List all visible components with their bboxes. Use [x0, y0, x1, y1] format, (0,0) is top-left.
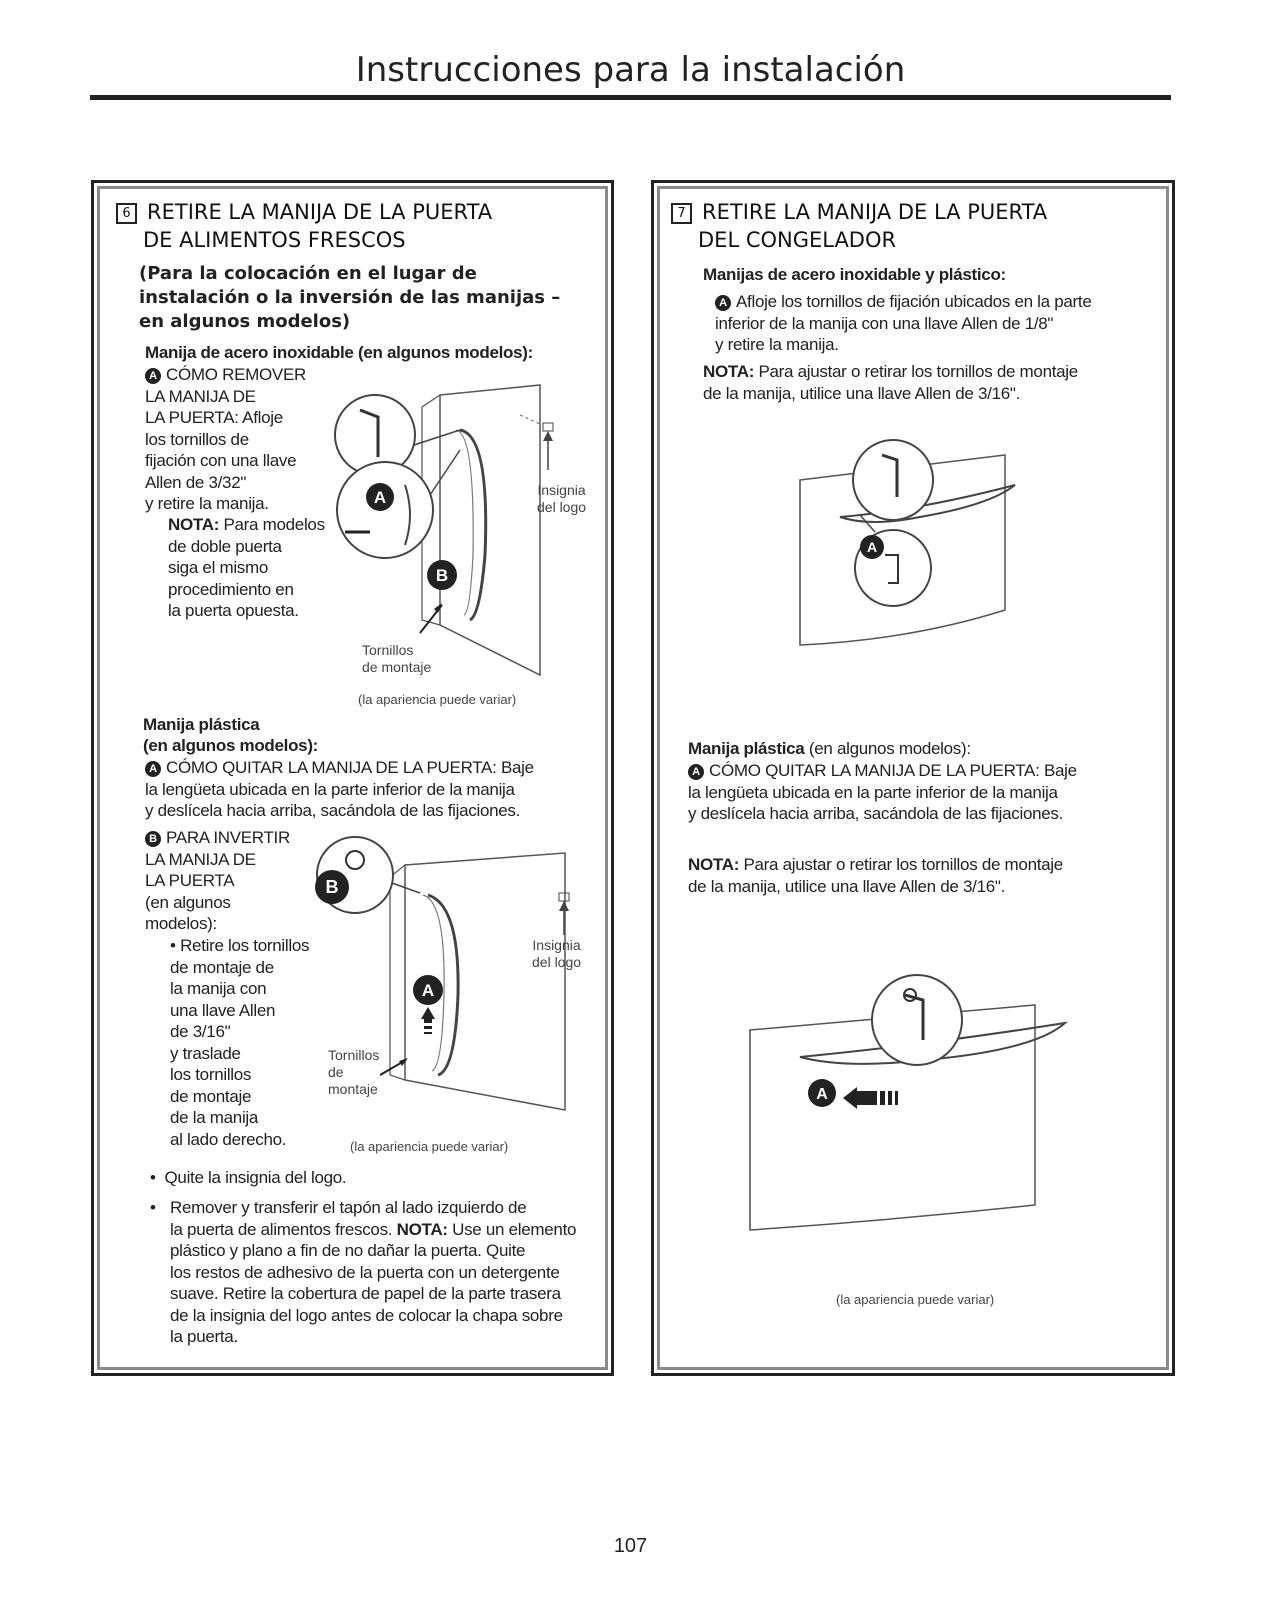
step-6-subtitle-1: (Para la colocación en el lugar de — [139, 263, 477, 284]
step-6-subtitle-3: en algunos modelos) — [139, 311, 351, 332]
marker-a-icon: A — [374, 488, 386, 507]
freezer-stainless-title: Manijas de acero inoxidable y plástico: — [703, 265, 1006, 284]
marker-b-icon: B — [145, 831, 161, 847]
logo-removal-bullet: • Quite la insignia del logo. — [150, 1168, 347, 1187]
marker-b-icon: B — [326, 877, 339, 897]
step-6-number: 6 — [116, 203, 137, 224]
fig1-logo-label: Insignia del logo — [537, 482, 587, 515]
step-6-panel — [91, 180, 614, 1376]
plastic-handle-title: Manija plástica — [143, 715, 260, 734]
step-6-heading-line2: DE ALIMENTOS FRESCOS — [143, 228, 406, 252]
bullet-dot: • — [150, 1198, 156, 1217]
step-7-panel — [651, 180, 1175, 1376]
plastic-handle-figure: B A — [315, 836, 570, 1111]
freezer-plastic-title: Manija plástica (en algunos modelos): — [688, 739, 971, 758]
marker-a-icon: A — [688, 764, 704, 780]
reverse-screws-bullet: • Retire los tornillos de montaje de la … — [170, 936, 310, 1149]
page-title: Instrucciones para la instalación — [355, 50, 906, 90]
fresh-food-handle-figure: A B — [334, 384, 554, 677]
fig1-caption: (la apariencia puede variar) — [358, 692, 517, 707]
fig4-caption: (la apariencia puede variar) — [836, 1292, 995, 1307]
stainless-handle-title: Manija de acero inoxidable (en algunos m… — [145, 343, 534, 362]
marker-a-icon: A — [145, 368, 161, 384]
step-7-number: 7 — [671, 203, 692, 224]
marker-a-icon: A — [867, 539, 877, 555]
fig1-screws-label: Tornillos de montaje — [362, 642, 432, 675]
double-door-note: NOTA: Para modelos de doble puerta siga … — [168, 515, 325, 620]
marker-a-icon: A — [816, 1086, 828, 1103]
step-7-heading-line2: DEL CONGELADOR — [698, 228, 897, 252]
plastic-handle-title-2: (en algunos modelos): — [143, 736, 319, 755]
marker-a-icon: A — [422, 981, 434, 1000]
step-6-subtitle-2: instalación o la inversión de las manija… — [139, 287, 561, 308]
freezer-note-1: NOTA: Para ajustar o retirar los tornill… — [703, 362, 1078, 403]
fig2-logo-label: Insignia del logo — [532, 937, 582, 970]
fig2-screws-label: Tornillos de montaje — [328, 1047, 380, 1097]
title-rule — [90, 95, 1171, 100]
fig2-caption: (la apariencia puede variar) — [350, 1139, 509, 1154]
freezer-plastic-figure: A — [749, 974, 1069, 1231]
marker-a-icon: A — [715, 295, 731, 311]
page-number: 107 — [613, 1535, 648, 1557]
freezer-stainless-figure: A — [799, 439, 1016, 646]
marker-b-icon: B — [436, 566, 448, 585]
marker-a-icon: A — [145, 761, 161, 777]
freezer-note-2: NOTA: Para ajustar o retirar los tornill… — [688, 855, 1063, 896]
plug-transfer-bullet: Remover y transferir el tapón al lado iz… — [170, 1198, 577, 1346]
